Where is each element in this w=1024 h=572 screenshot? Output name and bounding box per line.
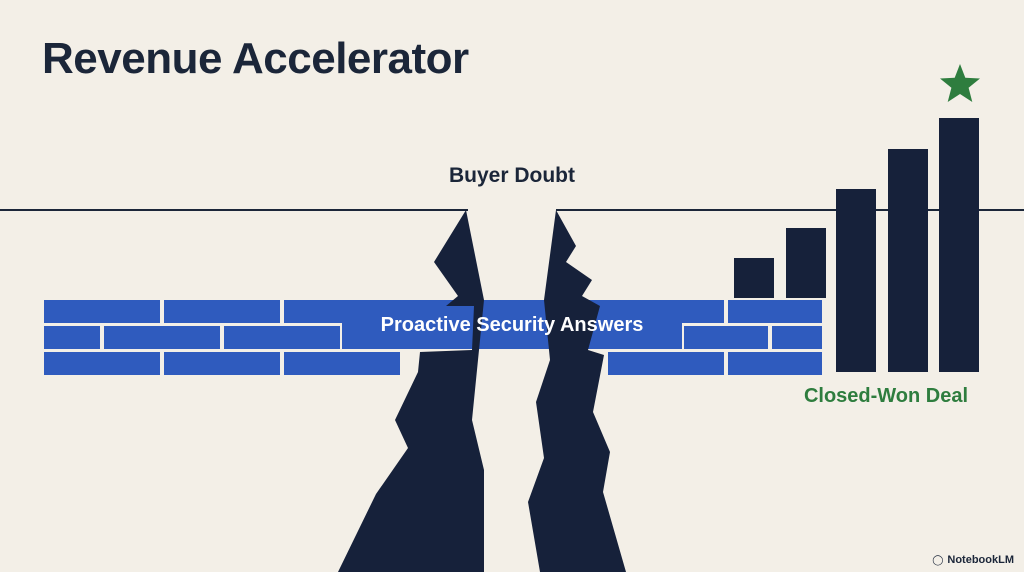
cliff-left	[338, 210, 484, 572]
brick	[44, 326, 100, 349]
watermark: ◯ NotebookLM	[932, 554, 1014, 566]
brick-bridge-center	[342, 300, 682, 349]
brick	[728, 352, 822, 375]
page-title: Revenue Accelerator	[42, 34, 469, 83]
cliff-right	[528, 210, 626, 572]
brick	[104, 326, 220, 349]
growth-bar	[836, 189, 876, 372]
brick	[728, 300, 822, 323]
brick	[164, 352, 280, 375]
growth-bars	[734, 118, 979, 372]
brick	[164, 300, 280, 323]
brick	[684, 326, 768, 349]
brick	[608, 352, 724, 375]
growth-bar	[786, 228, 826, 298]
watermark-text: NotebookLM	[947, 554, 1014, 566]
brick	[772, 326, 822, 349]
brick	[44, 300, 160, 323]
growth-bar	[734, 258, 774, 298]
notebooklm-logo-icon: ◯	[932, 554, 944, 566]
bridge-label: Proactive Security Answers	[380, 314, 644, 336]
growth-bar	[939, 118, 979, 372]
brick	[284, 352, 400, 375]
goal-label: Closed-Won Deal	[803, 385, 969, 407]
growth-bar	[888, 149, 928, 372]
chasm-label: Buyer Doubt	[449, 164, 575, 187]
star-icon	[940, 64, 980, 102]
brick	[224, 326, 340, 349]
brick	[44, 352, 160, 375]
